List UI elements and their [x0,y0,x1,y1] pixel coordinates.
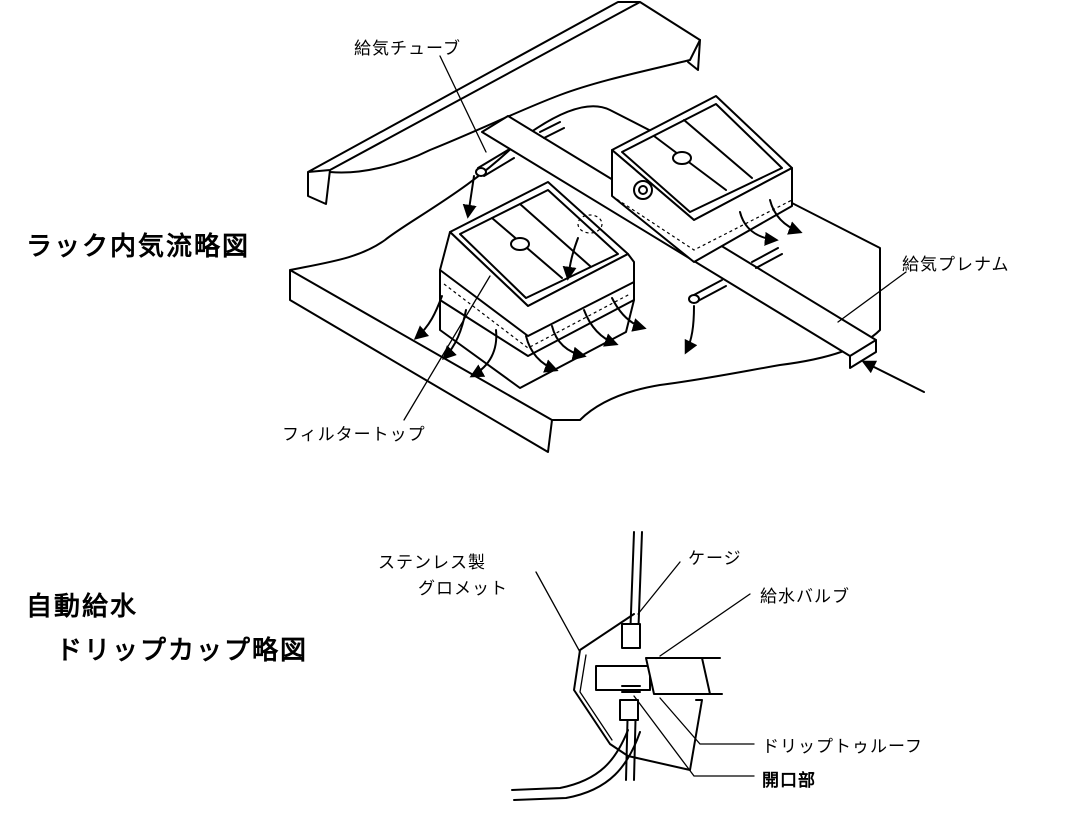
label-stainless-line1: ステンレス製 [378,553,486,573]
label-supply-tube: 給気チューブ [354,39,461,59]
front-cage [439,181,635,389]
cage-wire [625,531,643,781]
title-auto-water-line1: 自動給水 [26,592,139,622]
water-valve [595,665,651,691]
supply-tubes [475,121,783,304]
label-cage: ケージ [688,549,742,569]
label-water-valve: 給水バルブ [760,587,850,607]
label-opening: 開口部 [762,771,816,791]
rack-airflow-figure [289,1,925,453]
drip-cup-figure [511,531,755,801]
back-cage [611,95,793,263]
label-supply-plenum: 給気プレナム [902,255,1010,275]
airflow-arrows [413,175,925,393]
drip-tube [511,729,641,801]
upper-shelf [307,1,701,205]
label-drip-trough: ドリップトゥルーフ [762,737,923,757]
label-stainless-line2: グロメット [418,579,508,599]
label-filter-top: フィルタートップ [282,425,426,445]
leader-supply-plenum [837,271,907,323]
leader-filter-top [403,275,491,421]
title-rack-airflow: ラック内気流略図 [26,232,251,262]
leader-supply-tube [439,55,487,153]
grommet [573,613,703,771]
title-auto-water-line2: ドリップカップ略図 [56,636,309,666]
